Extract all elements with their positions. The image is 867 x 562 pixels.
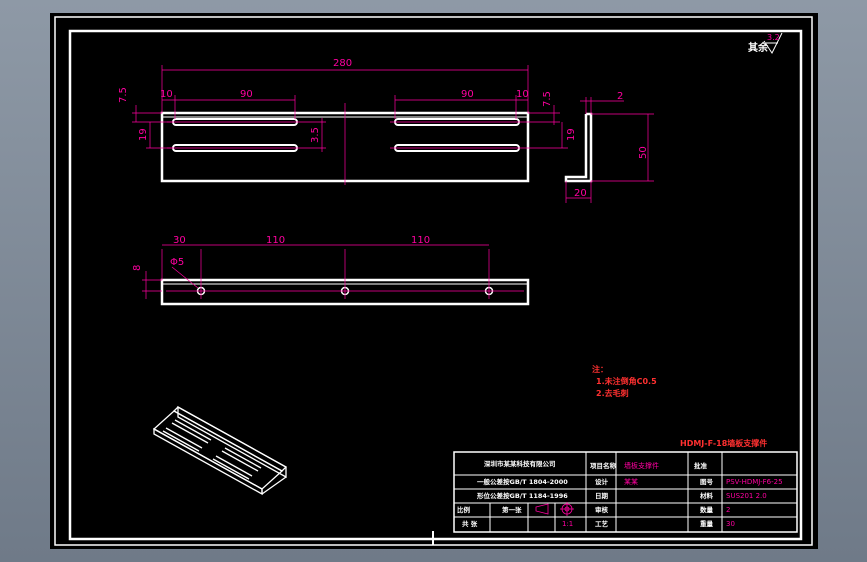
dim-hole-diameter: Φ5 [170, 257, 184, 268]
drawing-title: HDMJ-F-18墙板支撑件 [680, 438, 767, 448]
tb-tolerance-2: 形位公差按GB/T 1184-1996 [477, 491, 568, 500]
dim-pitch-1: 110 [266, 235, 285, 246]
title-block-frame [453, 451, 798, 533]
dim-slot-gap: 3.5 [310, 127, 321, 143]
section-dimensions [565, 97, 654, 203]
title-block-grid [454, 452, 797, 532]
title-block-values: 墙板支撑件 某某 PSV-HDMJ-F6-25 SUS201 2.0 2 30 … [562, 461, 783, 528]
tb-sheet-label: 共 张 [462, 519, 478, 528]
tb-company: 深圳市某某科技有限公司 [484, 459, 556, 468]
dim-height: 50 [638, 146, 649, 159]
roughness-check-icon [763, 32, 783, 54]
cad-drawing: 其余 3.2 [54, 16, 813, 546]
tb-project-value: 墙板支撑件 [624, 461, 659, 470]
top-view-dimensions [132, 65, 568, 152]
dim-slot-length-left: 90 [240, 89, 253, 100]
front-view: 30 110 110 Φ5 8 [132, 235, 530, 306]
isometric-view [152, 405, 288, 496]
title-block: HDMJ-F-18墙板支撑件 深圳市某某科技有限公司 一般公差按GB/T 180… [453, 438, 798, 533]
top-view-dimension-text: 280 90 90 10 10 7.5 7.5 19 3.5 19 [118, 58, 577, 143]
top-view: 280 90 90 10 10 7.5 7.5 19 3.5 19 [118, 58, 577, 185]
dim-top-offset-right: 7.5 [542, 91, 553, 107]
tb-scale-value: 1:1 [562, 520, 573, 528]
tb-material-label: 材料 [699, 491, 714, 500]
l-profile-outline [564, 112, 593, 183]
section-view: 2 50 20 [564, 91, 654, 203]
tb-project-label: 项目名称 [590, 461, 617, 470]
tb-material: SUS201 2.0 [726, 492, 767, 500]
note-2: 2.去毛刺 [596, 388, 629, 398]
dim-width-left: 19 [138, 128, 149, 141]
tb-date-label: 日期 [595, 491, 609, 500]
roughness-label: 其余 [748, 41, 769, 54]
tb-process-label: 工艺 [595, 519, 609, 528]
dim-slot-offset-right: 10 [516, 89, 529, 100]
tb-approver-label: 批准 [694, 461, 708, 470]
dim-thickness: 2 [617, 91, 623, 102]
tb-weight-label: 重量 [700, 519, 714, 528]
dim-flange: 20 [574, 188, 587, 199]
dim-start-offset: 30 [173, 235, 186, 246]
tb-quantity-label: 数量 [700, 505, 714, 514]
section-dimension-text: 2 50 20 [574, 91, 649, 199]
front-view-dimensions [142, 244, 524, 299]
top-view-centerlines [167, 103, 524, 185]
note-1: 1.未注倒角C0.5 [596, 376, 657, 386]
dim-top-offset-left: 7.5 [118, 87, 129, 103]
tb-checker-label: 审核 [595, 505, 609, 514]
dim-front-height: 8 [132, 265, 143, 271]
dim-slot-offset-left: 10 [160, 89, 173, 100]
dim-width-right: 19 [566, 128, 577, 141]
technical-notes: 注： 1.未注倒角C0.5 2.去毛刺 [592, 364, 657, 398]
dim-pitch-2: 110 [411, 235, 430, 246]
tb-part-no: PSV-HDMJ-F6-25 [726, 478, 783, 486]
dim-overall-length: 280 [333, 58, 352, 69]
notes-heading: 注： [592, 364, 608, 374]
projection-symbol-icon [535, 502, 574, 516]
tb-part-no-label: 图号 [700, 477, 714, 486]
inner-frame [68, 29, 803, 541]
tb-scale-label: 比例 [457, 505, 471, 514]
dim-slot-length-right: 90 [461, 89, 474, 100]
front-view-dimension-text: 30 110 110 Φ5 8 [132, 235, 430, 271]
roughness-symbol: 其余 3.2 [748, 32, 783, 54]
roughness-value: 3.2 [767, 33, 780, 42]
title-block-text: 深圳市某某科技有限公司 一般公差按GB/T 1804-2000 形位公差按GB/… [457, 459, 714, 528]
tb-designer: 某某 [624, 478, 638, 486]
tb-weight: 30 [726, 520, 735, 528]
tb-designer-label: 设计 [595, 477, 609, 486]
tb-tolerance-1: 一般公差按GB/T 1804-2000 [477, 477, 568, 486]
tb-sheet-of: 第一张 [502, 505, 522, 514]
tb-quantity: 2 [726, 506, 730, 514]
drawing-canvas: 其余 3.2 [50, 13, 818, 549]
